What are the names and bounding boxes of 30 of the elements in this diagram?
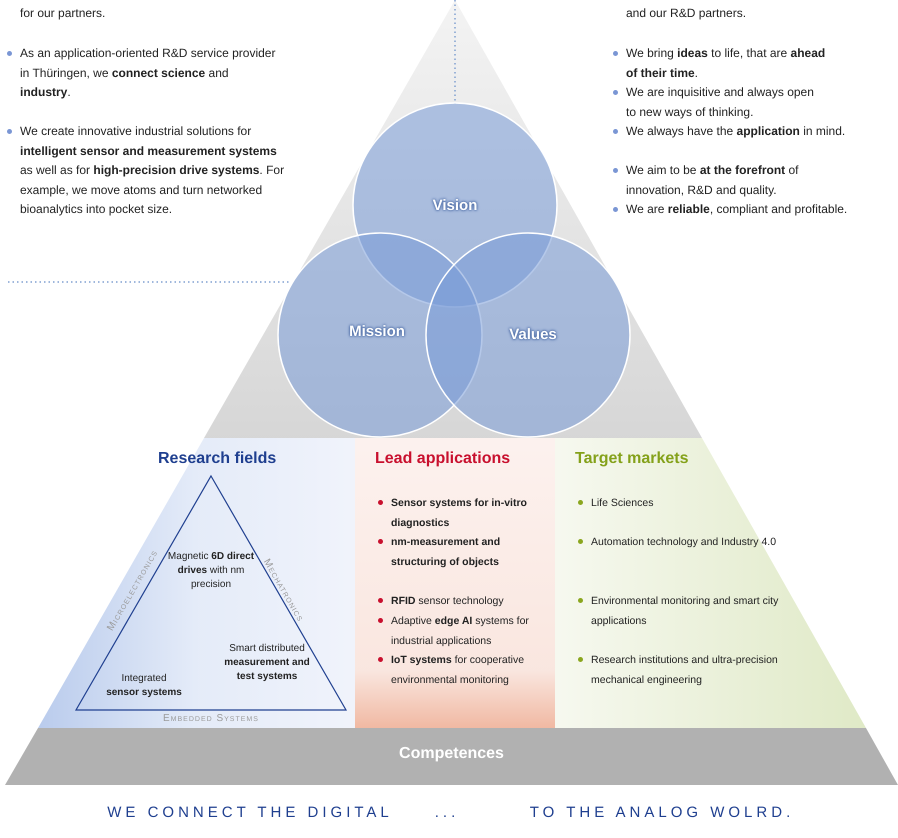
tagline-text: TO THE ANALOG WOLRD. — [528, 803, 796, 822]
bullet-text: We aim to be at the forefront of innovation, R&D and quality. — [612, 161, 826, 200]
panel-heading: Lead applications — [375, 450, 512, 468]
circle-label: Values — [508, 326, 558, 343]
bullet-item: IoT systems for cooperative environmental monitoring — [377, 650, 547, 690]
bullet-item: Environmental monitoring and smart city applications — [577, 591, 807, 631]
bullet-item: RFID sensor technology — [377, 591, 547, 611]
bullet-text: We bring ideas to life, that are ahead of their time. — [612, 44, 826, 83]
corner-text: Magnetic 6D direct drives with nm precision — [166, 550, 256, 592]
circle-label: Vision — [432, 197, 478, 214]
tagline-text: WE CONNECT THE DIGITAL — [106, 803, 394, 822]
bullet-item: Research institutions and ultra-precision mechanical engineering — [577, 650, 807, 690]
bullet-text: We create innovative industrial solutions for intelligent sensor and measurement systems as well as for high-precision drive systems. For example, we move atoms and turn networked bioanalytics into pocket size. — [6, 122, 290, 220]
text-line: for our partners. — [20, 5, 106, 22]
panel-heading: Research fields — [158, 450, 278, 468]
bullet-text: We are reliable, compliant and profitable. — [612, 200, 898, 220]
side-label: Embedded Systems — [163, 712, 259, 724]
bullet-text: We always have the application in mind. — [612, 122, 896, 142]
bullet-item: Automation technology and Industry 4.0 — [577, 532, 807, 552]
text-line: and our R&D partners. — [626, 5, 748, 22]
corner-text: Integrated sensor systems — [105, 672, 183, 700]
bullet-item: Life Sciences — [577, 493, 807, 513]
band-label: Competences — [398, 745, 505, 763]
bullet-text: As an application-oriented R&D service provider in Thüringen, we connect science and industry. — [6, 44, 282, 102]
corner-text: Smart distributed measurement and test systems — [224, 642, 310, 684]
bullet-item: nm-measurement and structuring of objects — [377, 532, 547, 572]
circle-label: Mission — [348, 323, 406, 340]
panel-heading: Target markets — [575, 450, 690, 468]
bullet-text: We are inquisitive and always open to new ways of thinking. — [612, 83, 816, 122]
tagline-text: ... — [434, 803, 460, 822]
